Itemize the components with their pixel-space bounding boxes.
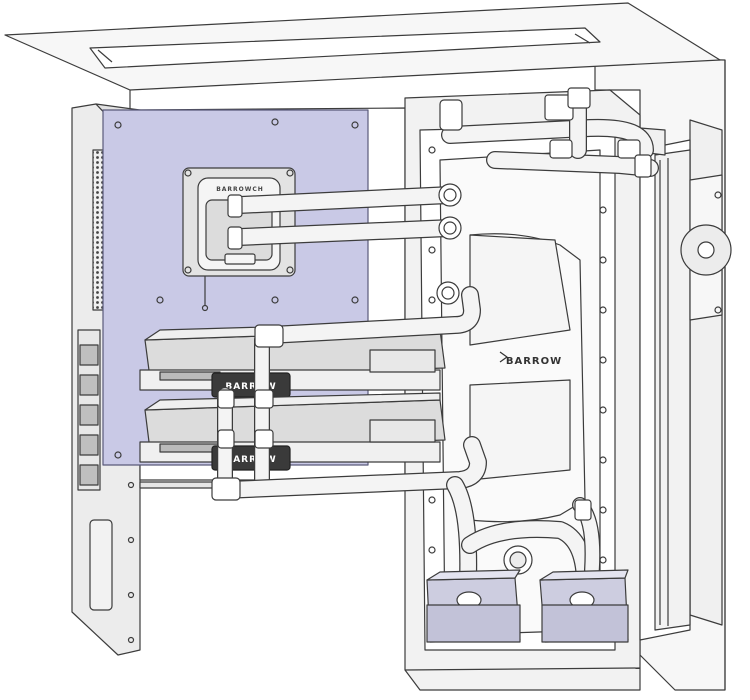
case-floor-edge [404, 667, 641, 671]
distro-brand-label: BARROW [506, 356, 562, 367]
tubing [216, 91, 659, 594]
case-top-panel [4, 2, 721, 110]
pump-right [539, 569, 629, 643]
gpu-top-brand-label: BARROW [225, 382, 276, 392]
gpu-bottom: BARROW [139, 392, 446, 471]
pump-left [426, 569, 521, 643]
radiator [639, 127, 732, 641]
gpu-bottom-brand-label: BARROW [225, 455, 276, 465]
cpu-brand-label: BARROWCH [216, 186, 264, 193]
